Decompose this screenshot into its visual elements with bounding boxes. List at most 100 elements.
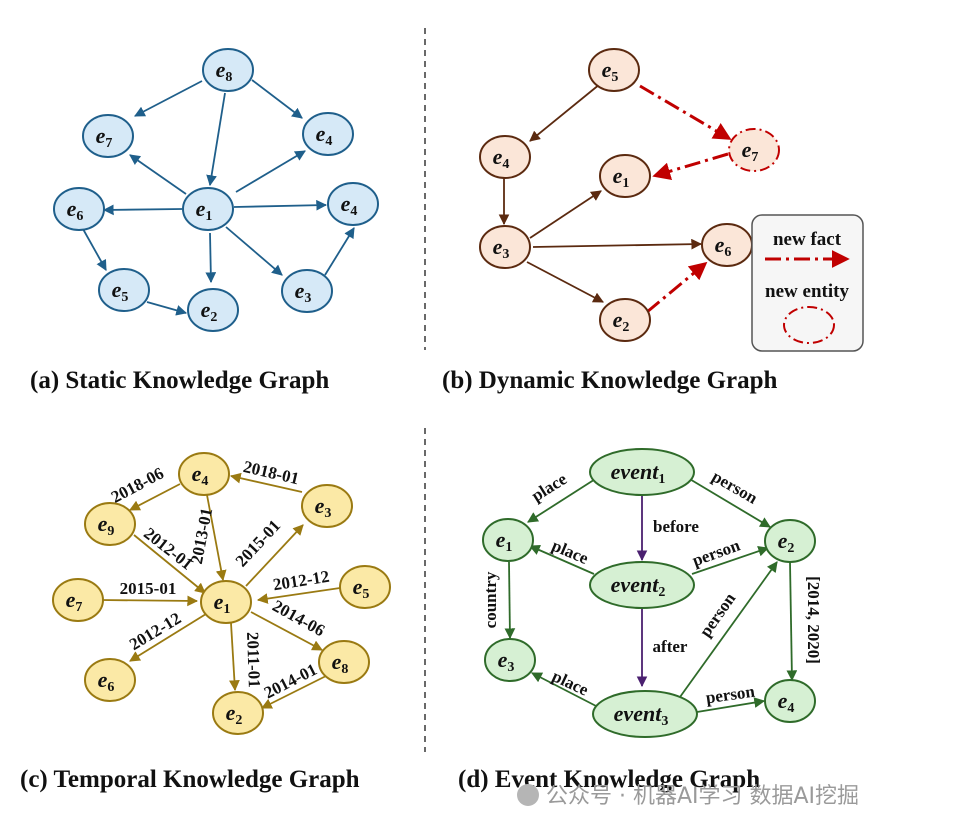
node-ellipse <box>53 187 105 231</box>
temporal-graph: e4 e3 e9 e7 e1 e5 e8 e6 e2 2018-06 2018-… <box>52 452 391 735</box>
node-e4: e4 <box>778 688 795 716</box>
legend-box <box>751 214 864 352</box>
static-graph: e8 e7 e4 e6 e1 e4 e5 e2 e3 <box>53 48 379 332</box>
new-fact-edge <box>639 84 732 141</box>
node-event1: event1 <box>611 459 666 487</box>
node-e3: e3 <box>493 234 510 262</box>
node-e9: e9 <box>98 511 115 539</box>
node-e4: e4 <box>192 461 209 489</box>
edge-label: 2014-01 <box>261 660 320 703</box>
node-e3: e3 <box>315 493 332 521</box>
edge <box>129 483 181 511</box>
node-e4: e4 <box>316 121 333 149</box>
node-e2: e2 <box>201 297 218 325</box>
node-e6: e6 <box>67 196 84 224</box>
new-entity-node <box>728 128 780 172</box>
edge-label: person <box>696 589 740 641</box>
node-e1: e1 <box>214 589 231 617</box>
caption-event: (d) Event Knowledge Graph <box>458 766 760 793</box>
edge <box>206 494 227 582</box>
node-ellipse <box>479 135 531 179</box>
node-ellipse <box>484 638 536 682</box>
edge <box>225 226 283 276</box>
edge <box>531 672 599 708</box>
legend-new-entity-ellipse <box>783 306 835 344</box>
edge <box>529 83 601 142</box>
node-e3: e3 <box>498 647 515 675</box>
node-ellipse <box>339 565 391 609</box>
node-e1: e1 <box>196 196 213 224</box>
edge-label: 2018-01 <box>241 457 300 488</box>
edge <box>102 204 183 216</box>
node-ellipse <box>589 448 695 496</box>
edge <box>324 227 355 276</box>
node-ellipse <box>84 658 136 702</box>
edge <box>504 561 516 640</box>
node-ellipse <box>212 691 264 735</box>
edge <box>529 544 595 575</box>
node-ellipse <box>84 502 136 546</box>
edge <box>129 613 207 662</box>
node-e5: e5 <box>112 277 129 305</box>
node-ellipse <box>589 561 695 609</box>
node-ellipse <box>178 452 230 496</box>
node-event3: event3 <box>614 701 669 729</box>
node-ellipse <box>202 48 254 92</box>
node-e1: e1 <box>496 527 513 555</box>
node-e7: e7 <box>742 137 759 165</box>
edge <box>129 154 187 195</box>
edge <box>691 546 770 575</box>
edge-label: 2012-01 <box>140 524 196 574</box>
watermark: 公众号 · 机器AI学习 数据AI挖掘 <box>517 784 859 809</box>
edge <box>527 475 601 523</box>
caption-dynamic: (b) Dynamic Knowledge Graph <box>442 367 778 394</box>
node-e4: e4 <box>341 191 358 219</box>
edge-label: after <box>653 637 688 656</box>
edge <box>526 261 604 303</box>
node-ellipse <box>52 578 104 622</box>
node-e1: e1 <box>613 163 630 191</box>
edge <box>229 472 303 493</box>
edge <box>687 477 771 528</box>
caption-static: (a) Static Knowledge Graph <box>30 367 329 394</box>
node-ellipse <box>327 182 379 226</box>
node-ellipse <box>588 48 640 92</box>
edge <box>696 697 766 713</box>
edge <box>205 232 217 284</box>
node-ellipse <box>301 484 353 528</box>
wechat-icon <box>517 784 539 806</box>
edge <box>146 301 188 316</box>
edge <box>233 199 328 211</box>
event-graph: event1 e1 e2 event2 e3 event3 e4 place p… <box>481 448 823 738</box>
edge <box>245 524 304 587</box>
node-e6: e6 <box>715 232 732 260</box>
edge <box>251 79 303 119</box>
edge <box>99 595 199 607</box>
node-e2: e2 <box>613 307 630 335</box>
node-e3: e3 <box>295 278 312 306</box>
edge <box>532 238 703 250</box>
node-ellipse <box>482 518 534 562</box>
node-e8: e8 <box>216 57 233 85</box>
edge-label: 2015-01 <box>232 516 285 570</box>
node-ellipse <box>599 154 651 198</box>
node-ellipse <box>98 268 150 312</box>
node-e4: e4 <box>493 144 510 172</box>
edge <box>256 587 341 604</box>
edge-label: country <box>481 571 500 628</box>
node-e2: e2 <box>778 528 795 556</box>
dynamic-graph: e5 e7 e4 e1 e3 e6 e2 new fact new entity <box>479 48 864 352</box>
legend: new fact new entity <box>751 214 864 352</box>
node-e7: e7 <box>96 123 113 151</box>
edge <box>529 190 602 239</box>
edge-label: 2012-12 <box>126 609 184 654</box>
edge <box>235 150 306 193</box>
node-event2: event2 <box>611 572 666 600</box>
edge <box>250 611 323 651</box>
node-e5: e5 <box>602 57 619 85</box>
edge-label: 2013-01 <box>187 506 216 565</box>
legend-new-entity: new entity <box>765 281 849 302</box>
node-ellipse <box>302 112 354 156</box>
node-e6: e6 <box>98 667 115 695</box>
node-ellipse <box>479 225 531 269</box>
